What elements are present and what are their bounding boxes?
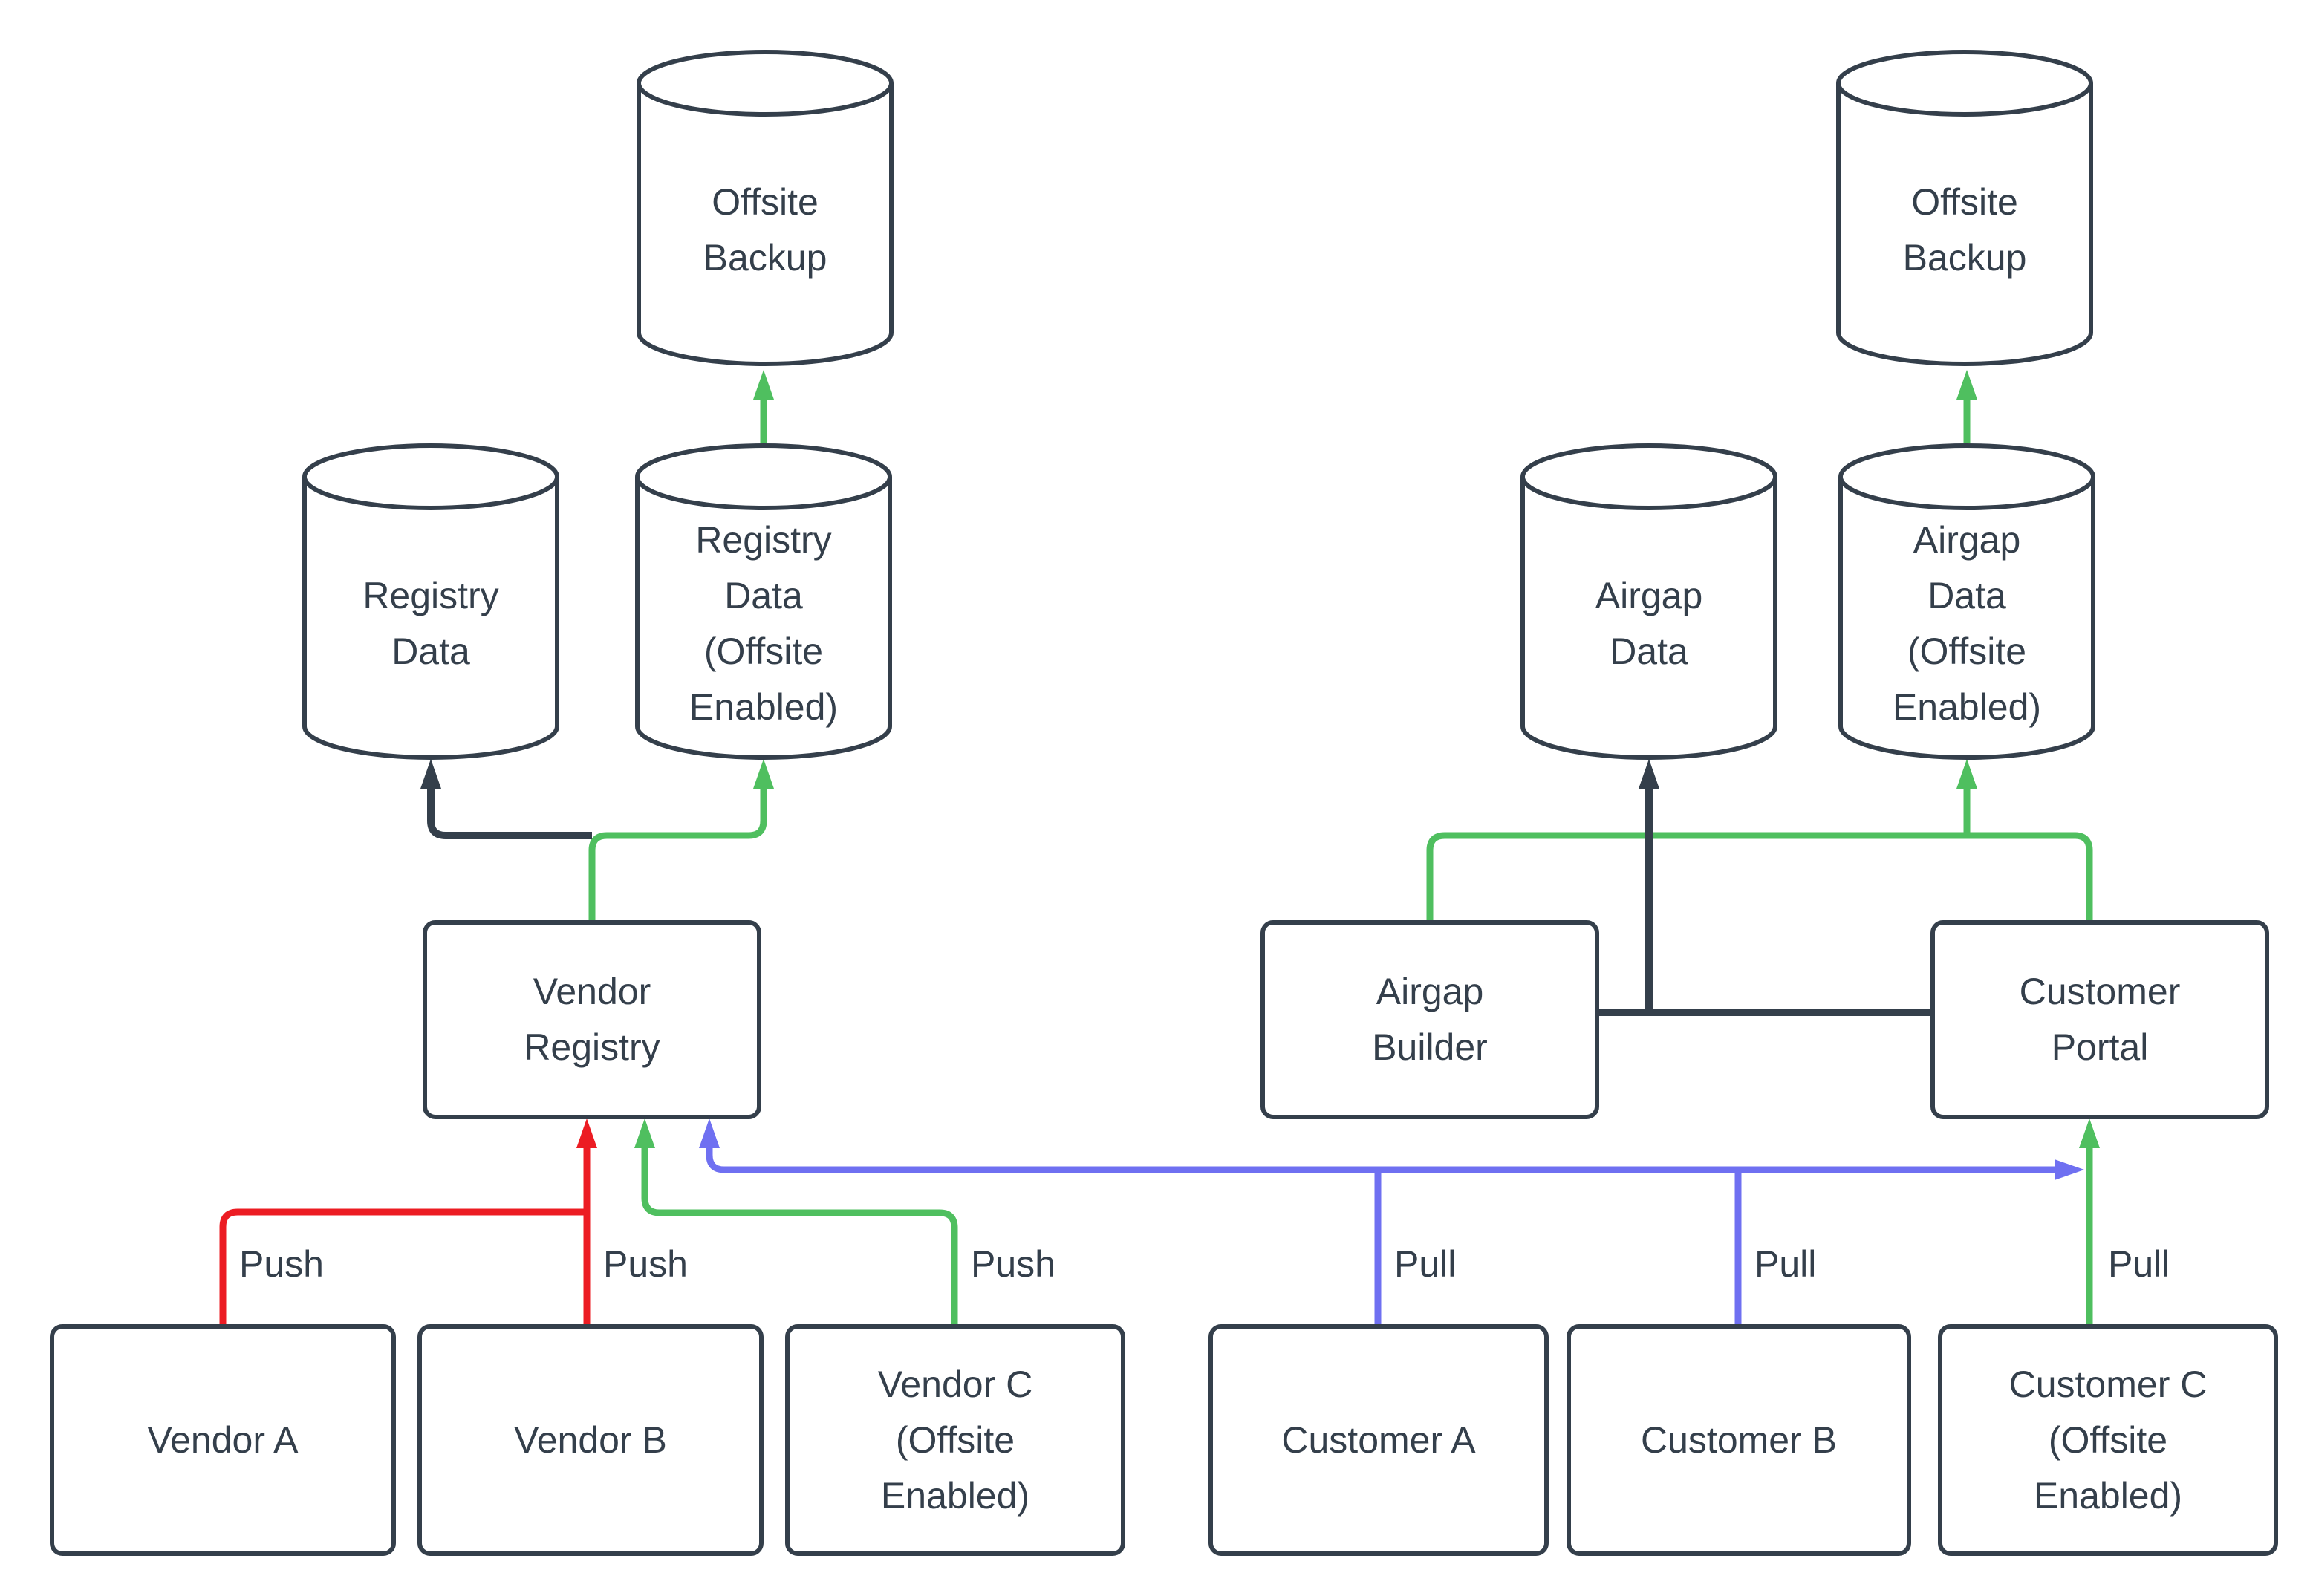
vendor-registry-node <box>423 920 761 1119</box>
vendor-c-node <box>785 1324 1125 1556</box>
registry-data-label: Registry Data <box>362 575 499 672</box>
customer-a-label: Customer A <box>1281 1419 1476 1461</box>
arrow-into-customer-portal <box>2079 1118 2100 1148</box>
edges-red <box>219 1148 591 1326</box>
registry-data-offsite-label: Registry Data (Offsite Enabled) <box>689 519 839 728</box>
customer-a-node <box>1208 1324 1549 1556</box>
arrowheads <box>420 370 2100 1180</box>
arrow-into-registry-data <box>420 759 441 789</box>
vendor-c-label: Vendor C (Offsite Enabled) <box>877 1363 1033 1517</box>
edge-vendor-a-push <box>219 1208 587 1326</box>
push-label-vendor-c: Push <box>971 1243 1055 1285</box>
pull-label-customer-b: Pull <box>1754 1243 1817 1285</box>
arrow-red-into-vendor-registry <box>576 1118 597 1148</box>
vendor-b-label: Vendor B <box>514 1419 667 1461</box>
registry-data-node <box>302 443 559 760</box>
arrow-into-airgap-data-offsite <box>1956 759 1977 789</box>
offsite-backup-left-label: Offsite Backup <box>703 181 827 279</box>
edge-registry-to-offsite-data <box>588 789 767 922</box>
edge-registry-to-registry-data <box>427 789 592 839</box>
edge-pull-trunk <box>706 1148 2055 1173</box>
edges-dark <box>427 789 1933 1016</box>
airgap-builder-node <box>1260 920 1599 1119</box>
airgap-builder-label: Airgap Builder <box>1372 971 1488 1068</box>
customer-portal-label: Customer Portal <box>2019 971 2181 1068</box>
arrow-into-offsite-backup-right <box>1956 370 1977 400</box>
customer-c-node <box>1938 1324 2278 1556</box>
pull-label-customer-c: Pull <box>2108 1243 2170 1285</box>
push-label-vendor-b: Push <box>603 1243 688 1285</box>
arrow-blue-into-vendor-registry <box>699 1118 720 1148</box>
registry-data-offsite-node <box>635 443 892 760</box>
customer-b-label: Customer B <box>1641 1419 1837 1461</box>
customer-c-label: Customer C (Offsite Enabled) <box>2008 1363 2208 1517</box>
arrow-into-offsite-backup-left <box>753 370 774 400</box>
offsite-backup-left-node <box>637 50 894 366</box>
edge-vendor-c-push <box>641 1148 958 1326</box>
vendor-b-node <box>417 1324 764 1556</box>
push-label-vendor-a: Push <box>239 1243 324 1285</box>
edges-green <box>588 400 2093 1326</box>
airgap-data-node <box>1520 443 1777 760</box>
arrow-into-airgap-data <box>1639 759 1659 789</box>
vendor-a-node <box>50 1324 396 1556</box>
customer-portal-node <box>1930 920 2269 1119</box>
arrow-green-into-vendor-registry <box>634 1118 655 1148</box>
edge-builder-to-portal-green <box>1426 832 2093 922</box>
arrow-blue-right-end <box>2055 1159 2084 1180</box>
offsite-backup-right-node <box>1836 50 2093 366</box>
vendor-registry-label: Vendor Registry <box>524 971 660 1068</box>
airgap-data-offsite-node <box>1838 443 2095 760</box>
vendor-a-label: Vendor A <box>147 1419 299 1461</box>
customer-b-node <box>1567 1324 1911 1556</box>
edges-blue <box>706 1148 2055 1326</box>
pull-label-customer-a: Pull <box>1394 1243 1457 1285</box>
airgap-data-offsite-label: Airgap Data (Offsite Enabled) <box>1892 519 2042 728</box>
arrow-into-registry-data-offsite <box>753 759 774 789</box>
airgap-data-label: Airgap Data <box>1595 575 1703 672</box>
offsite-backup-right-label: Offsite Backup <box>1902 181 2027 279</box>
